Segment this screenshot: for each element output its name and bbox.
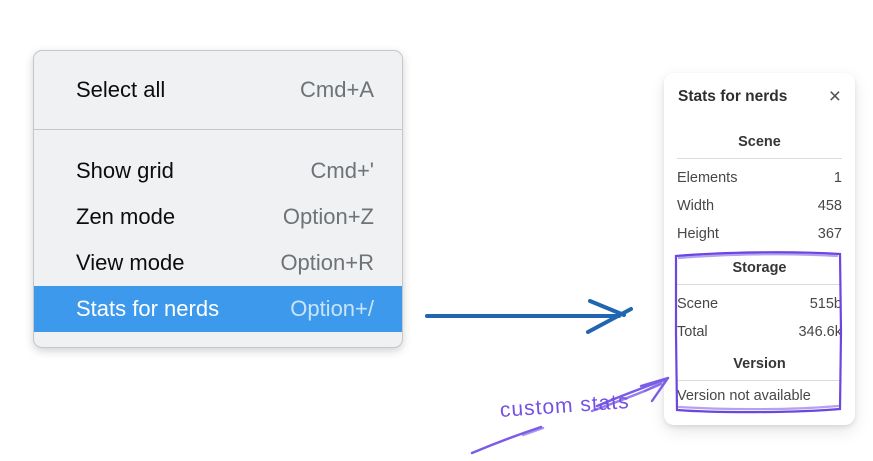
stat-value: 346.6k [798,324,842,340]
section-storage: Storage Scene 515b Total 346.6k [664,259,855,346]
stat-label: Scene [677,296,719,312]
stat-row-height: Height 367 [677,220,842,248]
menu-item-shortcut: Cmd+' [310,158,375,183]
menu-group-bottom: Show grid Cmd+' Zen mode Option+Z View m… [34,130,402,350]
stat-value: 367 [817,226,842,242]
stat-row-total: Total 346.6k [677,318,842,346]
menu-item-view-mode[interactable]: View mode Option+R [34,240,402,286]
menu-item-label: Select all [76,77,166,102]
menu-item-zen-mode[interactable]: Zen mode Option+Z [34,194,402,240]
menu-item-shortcut: Option+/ [290,296,374,321]
section-header: Version [733,356,786,372]
section-version: Version Version not available [664,355,855,405]
menu-item-stats-for-nerds[interactable]: Stats for nerds Option+/ [34,286,402,332]
context-menu: Select all Cmd+A Show grid Cmd+' Zen mod… [33,50,403,348]
stat-value: 1 [833,170,842,186]
stat-label: Elements [677,170,738,186]
menu-item-label: Show grid [76,158,174,183]
stats-panel-header: Stats for nerds × [664,73,855,107]
section-scene: Scene Elements 1 Width 458 Height 367 [664,133,855,248]
stats-panel-title: Stats for nerds [678,88,788,105]
stat-label: Total [677,324,708,340]
stat-row-width: Width 458 [677,192,842,220]
version-note: Version not available [677,388,811,404]
section-divider [677,158,842,159]
menu-item-shortcut: Cmd+A [300,77,374,102]
close-icon[interactable]: × [828,85,841,108]
stats-panel: Stats for nerds × Scene Elements 1 Width… [664,73,855,425]
menu-item-label: Stats for nerds [76,296,220,321]
menu-group-top: Select all Cmd+A [34,51,402,129]
annotation-custom-stats: custom stats [499,389,631,422]
menu-item-label: View mode [76,250,185,275]
menu-item-select-all[interactable]: Select all Cmd+A [34,67,402,113]
menu-item-shortcut: Option+Z [282,204,374,229]
stat-value: 458 [817,198,842,214]
section-header: Storage [732,260,787,276]
annotation-arrow-tail [470,425,545,455]
blue-arrow [425,299,633,334]
stat-label: Height [677,226,719,242]
stat-row-elements: Elements 1 [677,164,842,192]
stat-row-scene: Scene 515b [677,290,842,318]
menu-item-label: Zen mode [76,204,176,229]
menu-item-show-grid[interactable]: Show grid Cmd+' [34,148,402,194]
menu-item-shortcut: Option+R [280,250,374,275]
stat-value: 515b [809,296,842,312]
section-header: Scene [738,134,781,150]
stat-label: Width [677,198,715,214]
menu-divider [34,129,402,130]
